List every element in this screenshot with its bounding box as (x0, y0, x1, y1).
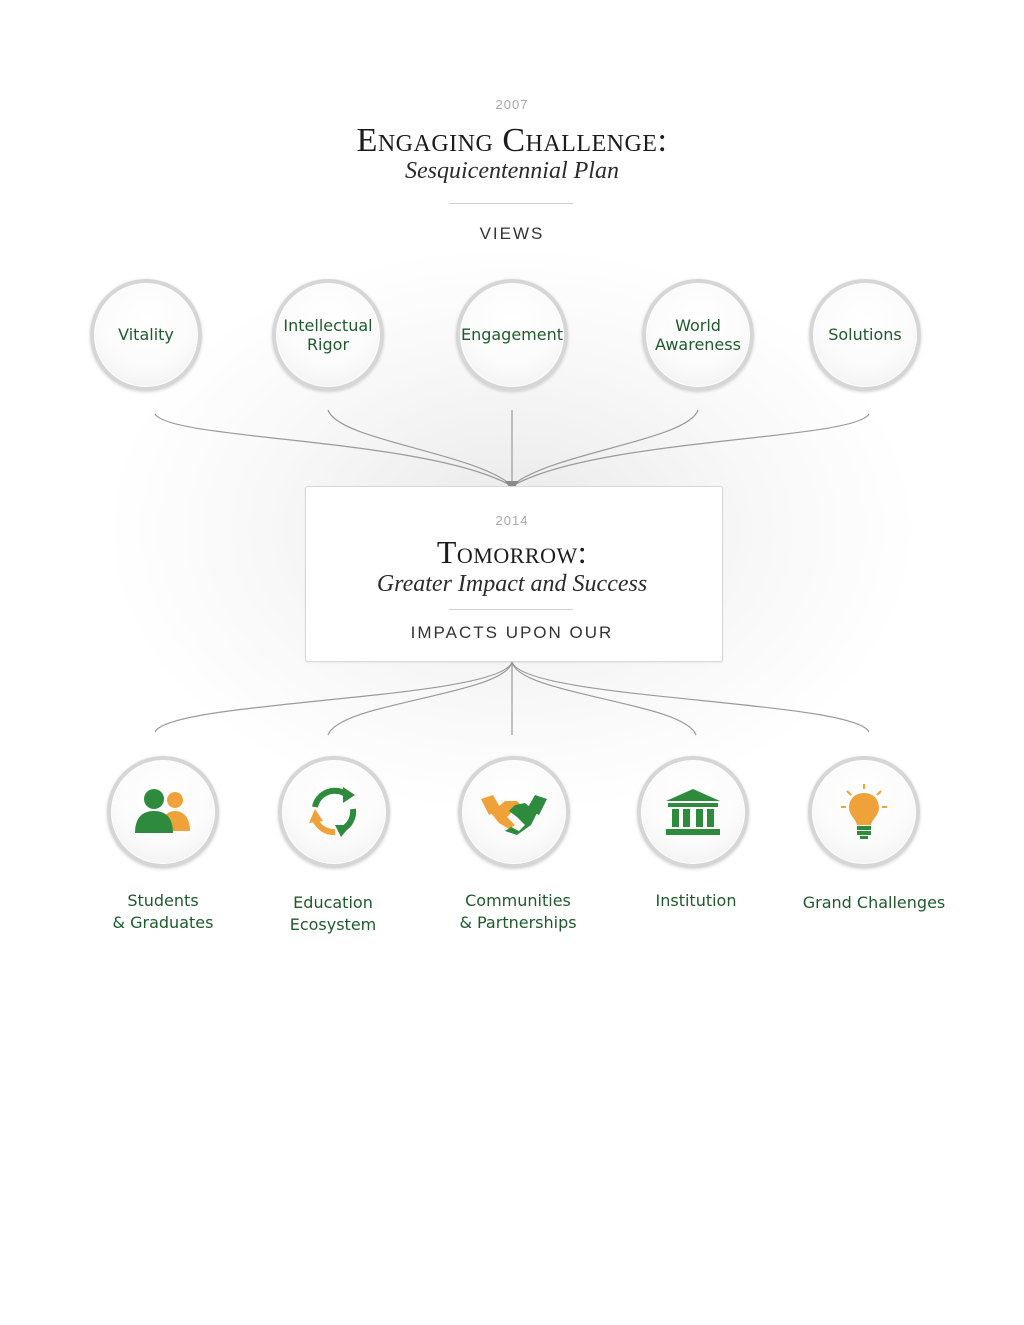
center-box (305, 486, 723, 662)
view-solutions: Solutions (809, 279, 921, 391)
connector-intellectual-rigor (327, 409, 511, 485)
view-engagement: Engagement (456, 279, 568, 391)
impact-institution (637, 756, 749, 868)
lightbulb-icon (841, 784, 887, 839)
view-line1: World (675, 315, 721, 335)
cycle-arrows-icon (309, 787, 357, 837)
connector-grand-challenges (511, 661, 870, 733)
connector-students (154, 661, 513, 733)
center-divider (449, 609, 573, 610)
institution-building-icon (666, 789, 720, 835)
connector-world-awareness (513, 409, 699, 485)
impact-label-students: Students & Graduates (68, 890, 258, 935)
impact-line1: Education (293, 893, 373, 912)
connector-solutions (515, 413, 870, 485)
impact-line2: & Graduates (112, 913, 214, 933)
impacts-label: IMPACTS UPON OUR (410, 623, 614, 642)
people-icon (135, 789, 190, 833)
header-divider (449, 203, 573, 204)
view-line2: Rigor (306, 335, 350, 354)
handshake-icon (481, 795, 547, 835)
header-title: Engaging Challenge: (356, 122, 668, 159)
impact-label-institution: Institution (601, 890, 791, 912)
impact-grand-challenges (808, 756, 920, 868)
impact-label-grand-challenges: Grand Challenges (779, 892, 969, 914)
view-line2: Awareness (655, 335, 741, 354)
views-label: VIEWS (479, 224, 545, 243)
impact-communities-partnerships (458, 756, 570, 868)
impact-students-graduates (107, 756, 219, 868)
impact-line2: & Partnerships (459, 913, 577, 933)
connector-education (327, 661, 513, 736)
view-line1: Intellectual (283, 315, 373, 335)
view-vitality: Vitality (90, 279, 202, 391)
impact-label-communities: Communities & Partnerships (423, 890, 613, 935)
connector-vitality (154, 413, 509, 485)
impact-line1: Communities (465, 891, 571, 910)
impact-label-education: Education Ecosystem (238, 892, 428, 937)
view-line1: Solutions (828, 325, 902, 345)
connector-institution (511, 661, 697, 736)
center-year: 2014 (495, 513, 529, 528)
impact-line1: Grand Challenges (802, 893, 946, 912)
view-line1: Vitality (118, 325, 174, 345)
impact-line1: Students (127, 891, 199, 910)
view-line1: Engagement (460, 325, 564, 345)
header-subtitle: Sesquicentennial Plan (405, 158, 619, 184)
header-year: 2007 (495, 97, 529, 112)
impact-education-ecosystem (278, 756, 390, 868)
impact-line2: Ecosystem (289, 915, 377, 935)
center-subtitle: Greater Impact and Success (376, 571, 648, 597)
center-title: Tomorrow: (436, 534, 588, 570)
impact-line1: Institution (655, 891, 737, 910)
